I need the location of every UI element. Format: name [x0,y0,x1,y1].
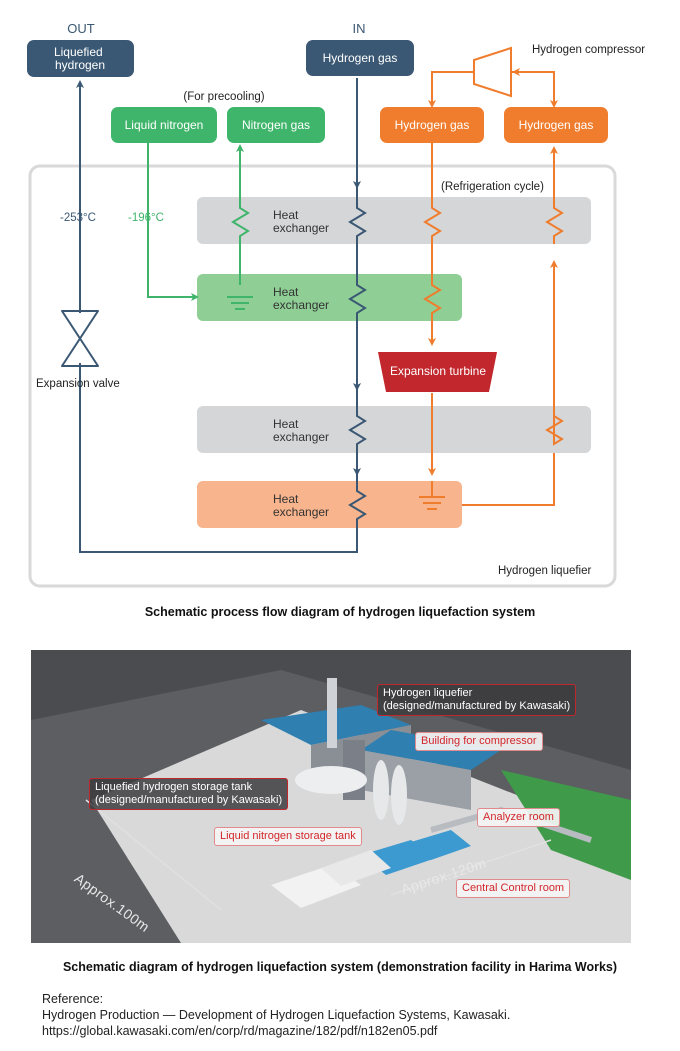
for-precooling-label: (For precooling) [183,91,264,103]
label-analyzer-room: Analyzer room [477,808,560,827]
heat-exchanger-label-4: Heat exchanger [273,492,329,519]
illustration-caption: Schematic diagram of hydrogen liquefacti… [62,960,618,974]
reference-heading: Reference: [42,992,104,1006]
temp-253-label: -253°C [60,212,96,224]
process-flow-diagram: Heat exchanger Heat exchanger Heat excha… [27,21,645,588]
nitrogen-gas-label: Nitrogen gas [242,118,310,132]
heat-exchanger-band-1 [197,197,591,244]
liquefier-frame [28,164,617,588]
heat-exchanger-band-2 [197,274,462,321]
heat-exchanger-label-3: Heat exchanger [273,417,329,444]
facility-illustration: Hydrogen liquefier (designed/manufacture… [31,650,631,943]
liquefied-hydrogen-label: Liquefied hydrogen [54,45,106,72]
expansion-turbine-label: Expansion turbine [390,364,486,378]
label-building-compressor: Building for compressor [415,732,543,751]
label-central-control: Central Control room [456,879,571,898]
hydrogen-liquefier-label: Hydrogen liquefier [498,565,592,577]
hydrogen-gas-left-box [380,107,484,143]
nitrogen-gas-box [227,107,325,143]
refrigeration-cycle-line [419,71,564,510]
expansion-valve-label: Expansion valve [36,378,120,390]
hydrogen-compressor-icon [473,46,512,98]
hydrogen-gas-right-box [504,107,608,143]
label-storage-tank: Liquefied hydrogen storage tank (designe… [89,778,289,810]
compressor-return-arrow [512,68,555,104]
hydrogen-gas-in-box [306,40,414,76]
label-liquid-nitrogen-tank: Liquid nitrogen storage tank [214,827,362,846]
label-hydrogen-liquefier: Hydrogen liquefier (designed/manufacture… [377,684,577,716]
diagram-caption: Schematic process flow diagram of hydrog… [144,605,536,619]
hydrogen-gas-left-label: Hydrogen gas [395,118,470,132]
heat-exchanger-label-1: Heat exchanger [273,208,329,235]
liquefied-hydrogen-box [27,40,134,77]
liquid-nitrogen-label: Liquid nitrogen [125,118,204,132]
reference-link[interactable]: https://global.kawasaki.com/en/corp/rd/m… [42,1024,438,1038]
in-label: IN [353,21,366,36]
liquid-nitrogen-box [111,107,217,143]
expansion-valve-icon [61,310,99,367]
hydrogen-gas-right-label: Hydrogen gas [519,118,594,132]
heat-exchanger-label-2: Heat exchanger [273,285,329,312]
out-label: OUT [67,21,95,36]
nitrogen-line [147,142,253,310]
hydrogen-main-line [76,78,367,553]
hydrogen-compressor-label: Hydrogen compressor [532,44,645,56]
hydrogen-gas-in-label: Hydrogen gas [323,51,398,65]
reference-line-1: Hydrogen Production — Development of Hyd… [42,1008,511,1022]
temp-196-label: -196°C [128,212,164,224]
heat-exchanger-band-4 [197,481,462,528]
refrigeration-cycle-label: (Refrigeration cycle) [441,181,544,193]
expansion-turbine-shape [378,352,497,392]
heat-exchanger-band-3 [197,406,591,453]
